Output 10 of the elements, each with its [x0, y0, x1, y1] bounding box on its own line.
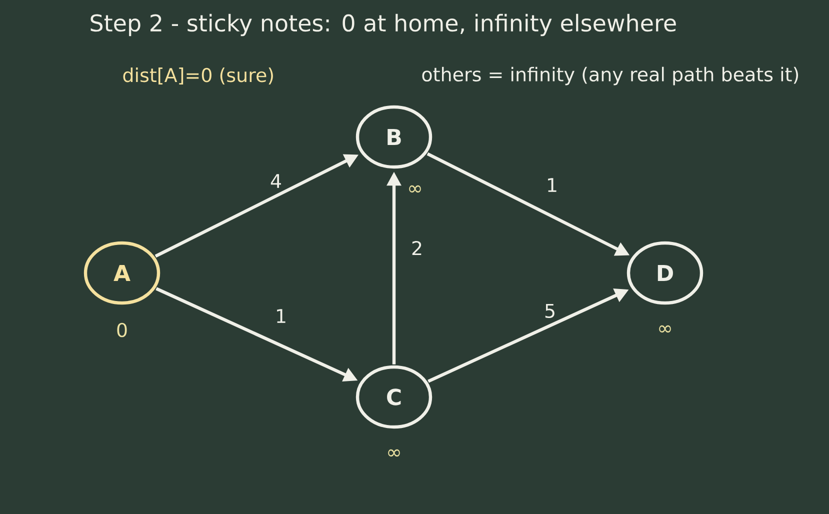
subtitle: others = infinity (any real path beats it) [422, 66, 798, 86]
distance-value: 0 [117, 322, 127, 338]
subtitle: dist[A]=0 (sure) [123, 68, 273, 84]
edge-label: 1 [544, 177, 560, 193]
distance-value: ∞ [659, 325, 671, 332]
edge-label: 4 [268, 173, 284, 189]
distance-value: ∞ [409, 185, 421, 192]
edge-label: 1 [274, 308, 288, 324]
title: Step 2 - sticky notes: 0 at home, infinity elsewhere [90, 14, 676, 36]
distance-value: ∞ [388, 449, 400, 457]
